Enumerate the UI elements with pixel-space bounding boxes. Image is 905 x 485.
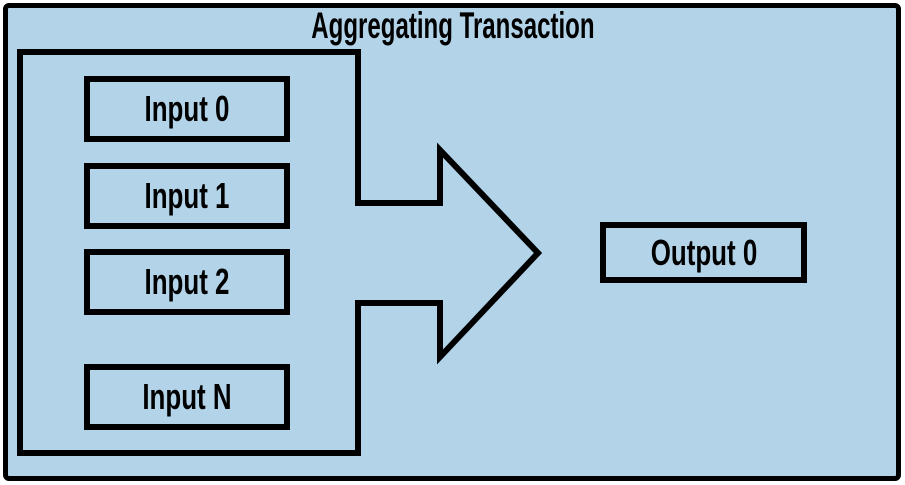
arrow-right-shape <box>355 142 543 365</box>
inputs-group-outline <box>17 49 361 456</box>
input-box-0: Input 0 <box>84 76 290 142</box>
input-label-0: Input 0 <box>144 88 230 129</box>
input-box-2: Input 2 <box>84 249 290 315</box>
input-label-2: Input 2 <box>144 261 230 302</box>
output-box-0: Output 0 <box>600 222 807 283</box>
figure-title-text: Aggregating Transaction <box>310 5 595 46</box>
output-label-0: Output 0 <box>650 231 757 273</box>
input-label-n: Input N <box>142 376 232 417</box>
input-box-1: Input 1 <box>84 163 290 229</box>
input-box-n: Input N <box>84 364 290 430</box>
input-label-1: Input 1 <box>144 175 230 216</box>
figure-title: Aggregating Transaction <box>0 7 905 45</box>
